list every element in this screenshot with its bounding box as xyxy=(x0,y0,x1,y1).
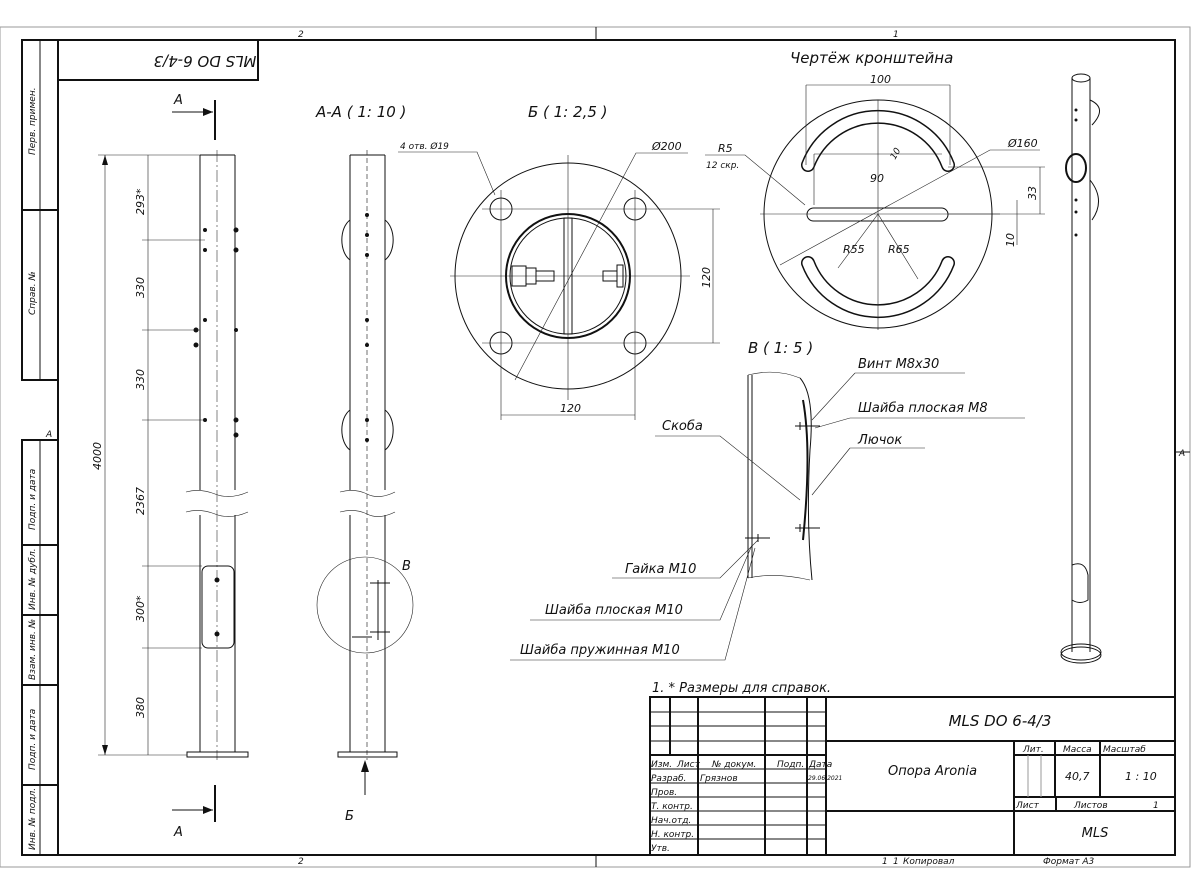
dim-value: R55 xyxy=(843,243,865,256)
dim-value: R65 xyxy=(888,243,910,256)
side-field: Подп. и дата xyxy=(28,709,38,770)
role-label: Пров. xyxy=(651,788,677,798)
side-strip: Перв. примен. Справ. № Подп. и дата Инв.… xyxy=(21,39,59,856)
callout: Шайба плоская М10 xyxy=(545,603,683,618)
dim-value: 293* xyxy=(134,188,147,215)
zone-marker: A xyxy=(1178,449,1185,459)
side-field: Инв. № подл. xyxy=(28,788,38,850)
front-view: А А 4000 293* 330 330 2367 300* 380 xyxy=(91,93,249,840)
base-plate-view: Б ( 1: 2,5 ) 120 120 4 отв. Ø19 Ø200 xyxy=(398,103,720,420)
column-header: № докум. xyxy=(711,760,756,770)
dim-value: Ø160 xyxy=(1007,137,1038,150)
section-view-a-a: А-А ( 1: 10 ) В Б xyxy=(315,103,414,824)
mirrored-designation: MLS DO 6-4/3 xyxy=(154,52,257,70)
bracket-drawing: Чертёж кронштейна 100 90 10 Ø160 33 10 R… xyxy=(705,49,1045,330)
developer-date: 29.06.2021 xyxy=(808,775,842,782)
side-field: Подп. и дата xyxy=(28,469,38,530)
zone-marker: 2 xyxy=(298,30,304,40)
mass-label: Масса xyxy=(1063,745,1092,755)
dim-value: 10 xyxy=(889,146,904,161)
view-title: В ( 1: 5 ) xyxy=(748,339,813,357)
copied-label: Копировал xyxy=(903,857,955,867)
dim-value: 2367 xyxy=(134,487,147,515)
diameter-callout: Ø200 xyxy=(651,140,682,153)
isometric-pole xyxy=(1060,73,1102,664)
dim-value: 100 xyxy=(870,73,891,86)
dim-value: 33 xyxy=(1026,186,1039,200)
title-block: MLS DO 6-4/3 Опора Aronia Изм. Лист № до… xyxy=(649,696,1176,867)
format-label: Формат А3 xyxy=(1043,857,1095,867)
callout: Шайба пружинная М10 xyxy=(520,643,680,658)
detail-circle xyxy=(316,556,414,654)
view-title: Б ( 1: 2,5 ) xyxy=(528,103,608,121)
dim-value: 330 xyxy=(134,277,147,298)
role-label: Разраб. xyxy=(651,774,686,784)
side-field: Инв. № дубл. xyxy=(28,548,38,610)
mirrored-stamp-box xyxy=(57,39,259,81)
hole-callout: 4 отв. Ø19 xyxy=(400,141,449,152)
designation: MLS DO 6-4/3 xyxy=(949,712,1052,730)
sheet-trim-border xyxy=(0,26,1191,868)
callout: Винт М8х30 xyxy=(858,357,939,372)
sheets-label: Листов xyxy=(1073,801,1108,811)
sheets-count: 1 xyxy=(1153,801,1159,811)
organization: MLS xyxy=(1082,826,1109,841)
callout: Лючок xyxy=(857,433,902,448)
sheet-label: Лист xyxy=(1015,801,1040,811)
side-field: Перв. примен. xyxy=(28,87,38,155)
scale-value: 1 : 10 xyxy=(1125,770,1157,783)
dim-value: 90 xyxy=(870,172,884,185)
lit-label: Лит. xyxy=(1022,745,1044,755)
zone-marker: 1 xyxy=(893,857,899,867)
column-header: Дата xyxy=(808,760,832,770)
view-title: Чертёж кронштейна xyxy=(790,49,953,67)
copy-number: 1 xyxy=(882,857,888,867)
developer-name: Грязнов xyxy=(700,774,738,784)
zone-marker: 1 xyxy=(893,30,899,40)
dim-value: 380 xyxy=(134,697,147,718)
dim-value: 330 xyxy=(134,369,147,390)
side-field: Справ. № xyxy=(28,271,38,315)
callout: Скоба xyxy=(662,419,703,434)
role-label: Н. контр. xyxy=(651,830,694,840)
side-field: Взам. инв. № xyxy=(28,619,38,680)
column-header: Изм. xyxy=(651,760,672,770)
column-header: Лист xyxy=(676,760,701,770)
mass-value: 40,7 xyxy=(1065,770,1090,783)
role-label: Т. контр. xyxy=(651,802,693,812)
callout: Шайба плоская М8 xyxy=(858,401,988,416)
detail-view-b: В ( 1: 5 ) Винт М8х30 Шайба плоская М8 Л… xyxy=(510,339,1025,661)
drawing-note: 1. * Размеры для справок. xyxy=(652,681,831,696)
dim-note: 12 скр. xyxy=(706,161,739,171)
view-title: А-А ( 1: 10 ) xyxy=(315,103,406,121)
dim-value: R5 xyxy=(718,142,733,155)
dim-overall: 4000 xyxy=(91,442,104,470)
column-header: Подп. xyxy=(777,760,804,770)
dim-value: 300* xyxy=(134,595,147,622)
dim-value: 120 xyxy=(700,267,713,288)
callout: Гайка М10 xyxy=(625,562,696,577)
role-label: Нач.отд. xyxy=(651,816,691,826)
detail-label: В xyxy=(402,559,411,574)
section-label: А xyxy=(173,93,183,108)
dim-value: 10 xyxy=(1004,233,1017,247)
section-label: А xyxy=(173,825,183,840)
product-name: Опора Aronia xyxy=(888,764,977,779)
dim-value: 120 xyxy=(560,402,581,415)
drawing-frame xyxy=(57,39,1176,856)
view-label: Б xyxy=(345,809,354,824)
zone-marker: A xyxy=(45,430,52,440)
role-label: Утв. xyxy=(651,844,670,854)
zone-marker: 2 xyxy=(298,857,304,867)
scale-label: Масштаб xyxy=(1103,745,1146,755)
